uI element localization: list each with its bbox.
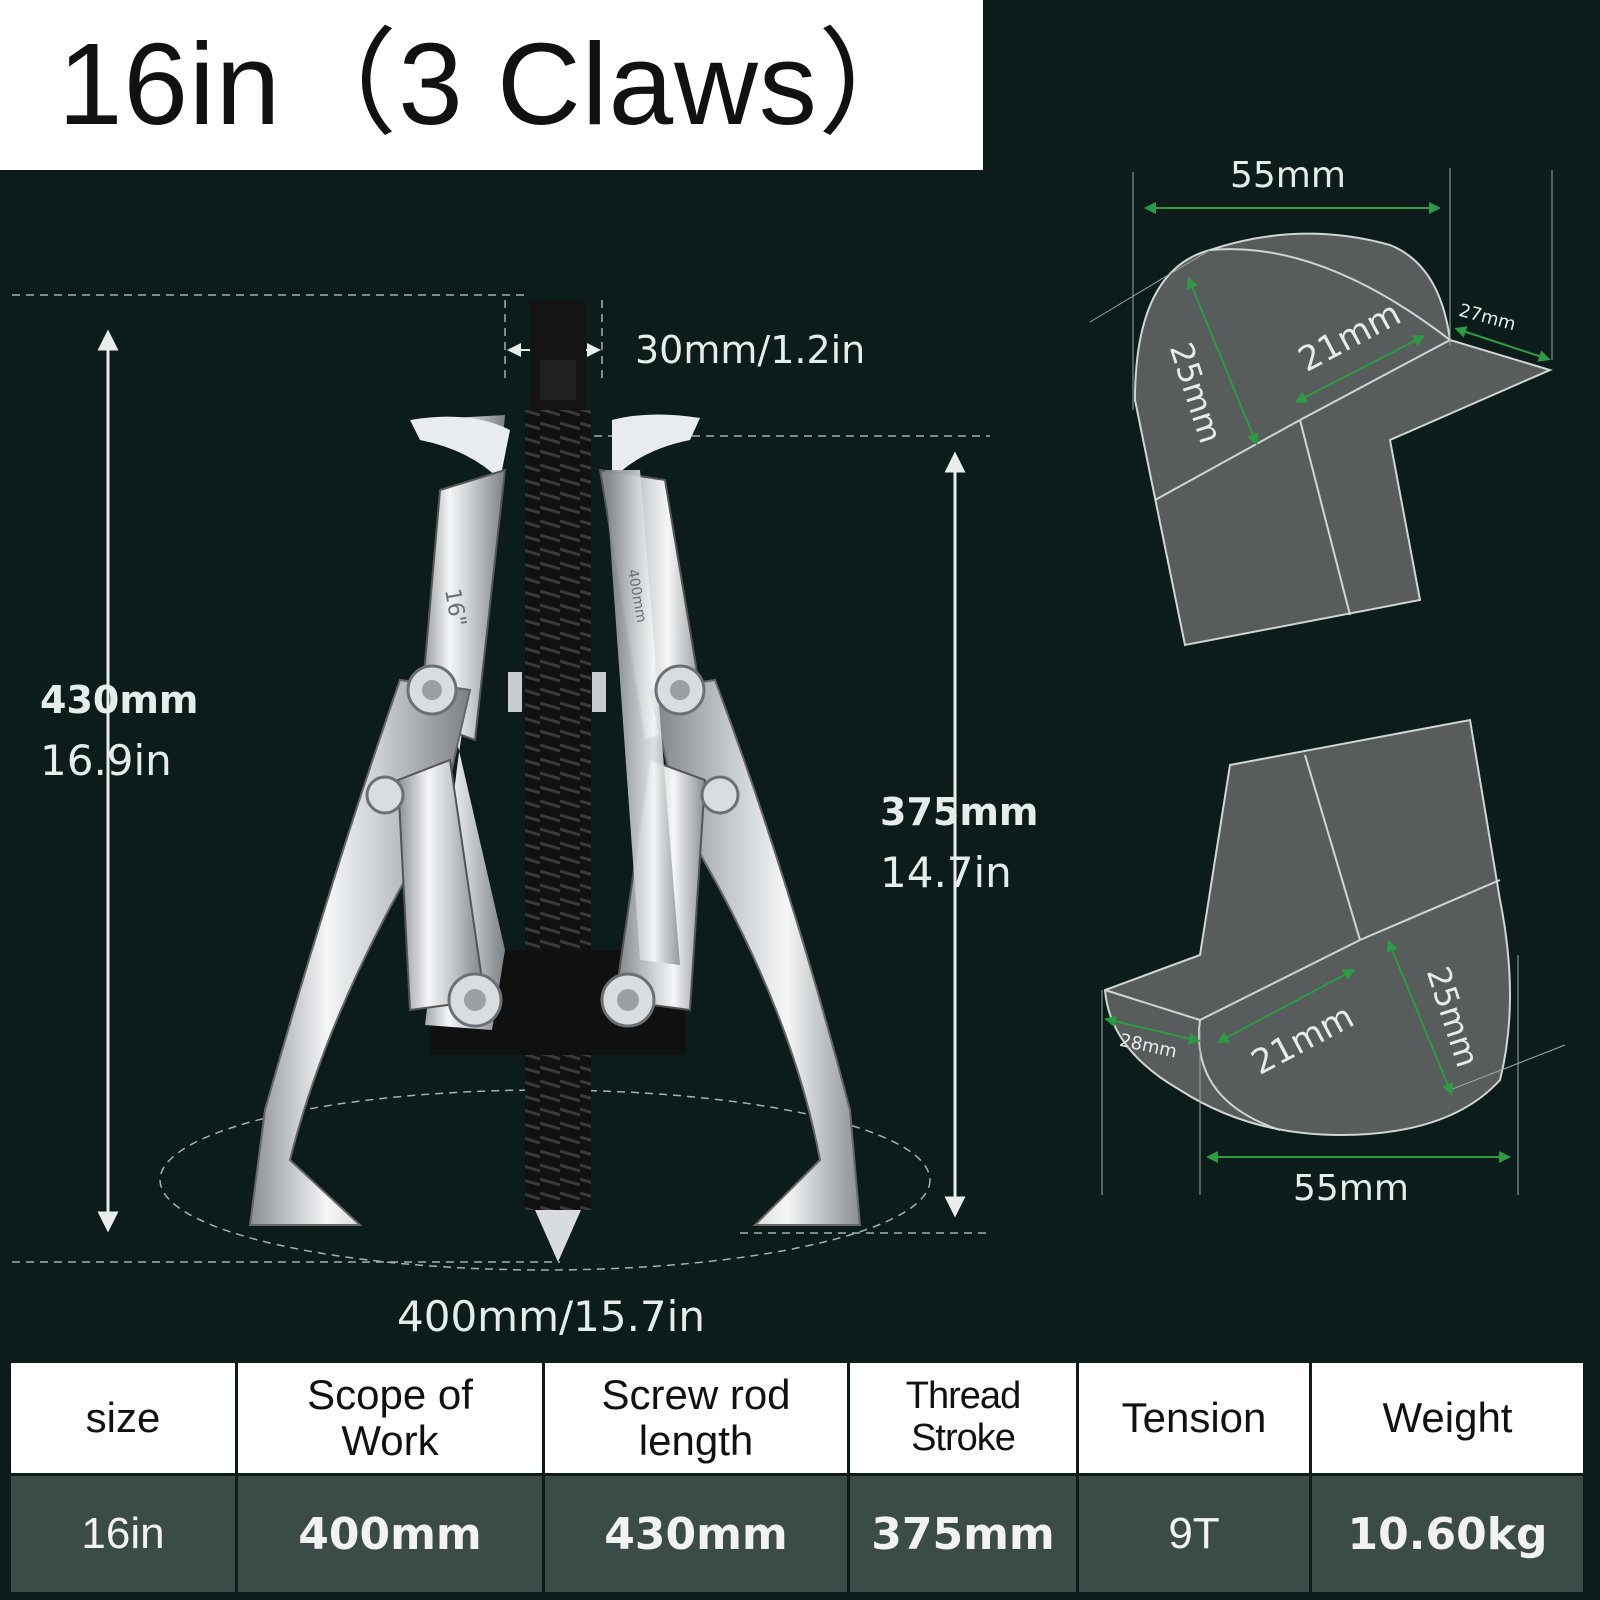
- value-screw-length: 430mm: [542, 1473, 850, 1595]
- header-weight: Weight: [1309, 1360, 1586, 1476]
- specs-header-row: size Scope of Work Screw rod length Thre…: [8, 1360, 1586, 1476]
- dimension-guides: [12, 294, 990, 1271]
- jaw-bottom-guides: [1101, 939, 1566, 1195]
- jaw-top-guides: [1089, 168, 1553, 446]
- total-height-in-label: 16.9in: [40, 736, 172, 785]
- value-scope: 400mm: [235, 1473, 545, 1595]
- total-height-mm-label: 430mm: [40, 678, 199, 722]
- jaw-diagram-bottom: [1103, 718, 1511, 1137]
- specs-value-row: 16in 400mm 430mm 375mm 9T 10.60kg: [8, 1473, 1586, 1595]
- specs-table: size Scope of Work Screw rod length Thre…: [8, 1360, 1586, 1595]
- header-size: size: [8, 1360, 238, 1476]
- value-size: 16in: [8, 1473, 238, 1595]
- title-banner: 16in（3 Claws）: [0, 0, 983, 170]
- span-label: 400mm/15.7in: [397, 1292, 705, 1341]
- jaw-top-width-label: 55mm: [1230, 155, 1346, 196]
- puller-tool: 16" 400mm: [248, 300, 862, 1262]
- stroke-in-label: 14.7in: [880, 848, 1012, 897]
- header-thread-stroke: Thread Stroke: [847, 1360, 1079, 1476]
- value-weight: 10.60kg: [1309, 1473, 1586, 1595]
- screw-width-label: 30mm/1.2in: [635, 328, 866, 372]
- value-thread-stroke: 375mm: [847, 1473, 1079, 1595]
- jaw-bottom-width-label: 55mm: [1293, 1168, 1409, 1209]
- header-scope: Scope of Work: [235, 1360, 545, 1476]
- stroke-mm-label: 375mm: [880, 790, 1039, 834]
- page-title: 16in（3 Claws）: [58, 19, 935, 149]
- header-tension: Tension: [1076, 1360, 1312, 1476]
- value-tension: 9T: [1076, 1473, 1312, 1595]
- header-screw-length: Screw rod length: [542, 1360, 850, 1476]
